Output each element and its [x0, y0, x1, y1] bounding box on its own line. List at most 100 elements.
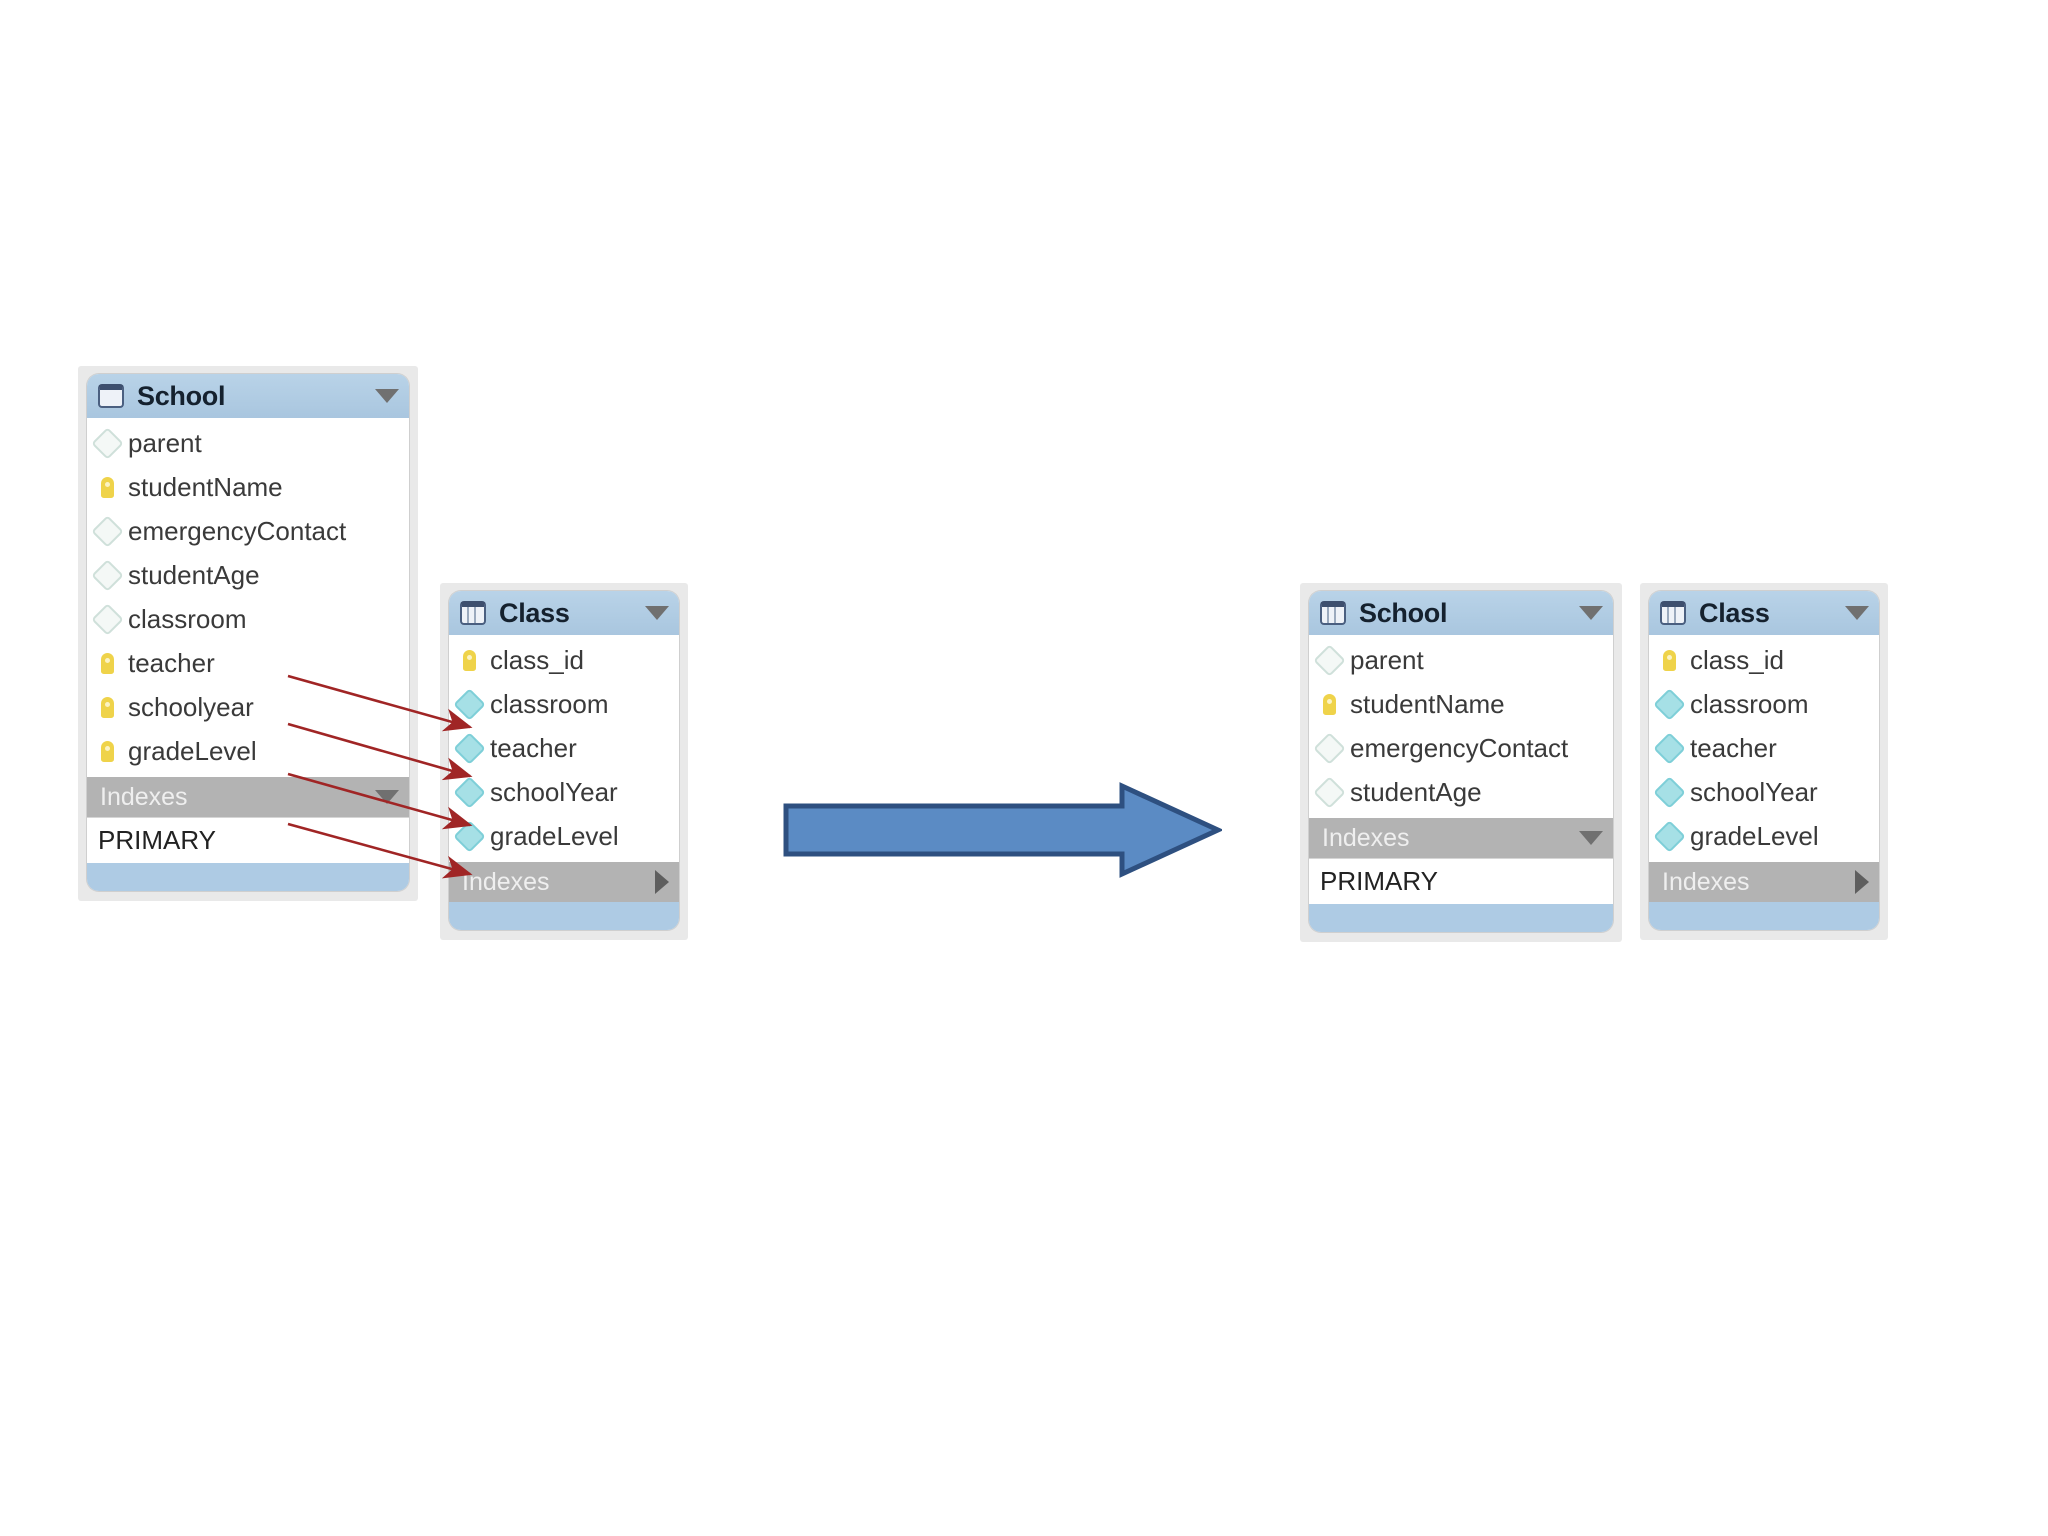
index-row-primary[interactable]: PRIMARY	[87, 817, 409, 863]
key-yellow-icon	[101, 696, 114, 718]
chevron-right-icon[interactable]	[1855, 870, 1869, 894]
chevron-down-icon[interactable]	[375, 389, 399, 403]
after-school-table-header[interactable]: School	[1309, 591, 1613, 635]
after-school-field-list: parent studentName emergencyContact stud…	[1309, 635, 1613, 818]
field-row-teacher[interactable]: teacher	[87, 641, 409, 685]
table-grid-icon	[1660, 601, 1686, 625]
after-class-indexes-bar[interactable]: Indexes	[1649, 862, 1879, 902]
field-label: studentAge	[1350, 776, 1482, 807]
field-label: class_id	[1690, 644, 1784, 675]
right-arrow-icon	[783, 782, 1222, 878]
field-label: emergencyContact	[1350, 732, 1569, 763]
field-label: gradeLevel	[128, 735, 257, 766]
field-row-studentage[interactable]: studentAge	[87, 553, 409, 597]
field-row-gradelevel[interactable]: gradeLevel	[87, 729, 409, 773]
before-school-table-body: School parent studentName emergencyConta…	[87, 374, 409, 891]
field-row-studentage[interactable]: studentAge	[1309, 770, 1613, 814]
before-class-table-title: Class	[499, 597, 570, 628]
field-label: teacher	[1690, 732, 1777, 763]
key-yellow-icon	[101, 476, 114, 498]
field-row-studentname[interactable]: studentName	[87, 465, 409, 509]
field-row-studentname[interactable]: studentName	[1309, 682, 1613, 726]
before-school-table-header[interactable]: School	[87, 374, 409, 418]
index-row-primary[interactable]: PRIMARY	[1309, 858, 1613, 904]
field-label: parent	[1350, 644, 1424, 675]
before-class-table-header[interactable]: Class	[449, 591, 679, 635]
before-school-table-title: School	[137, 380, 226, 411]
field-label: classroom	[128, 603, 247, 634]
chevron-down-icon[interactable]	[375, 790, 399, 804]
field-row-emergencycontact[interactable]: emergencyContact	[1309, 726, 1613, 770]
field-row-schoolyear[interactable]: schoolyear	[87, 685, 409, 729]
indexes-label: Indexes	[1662, 867, 1750, 896]
after-school-table-body: School parent studentName emergencyConta…	[1309, 591, 1613, 932]
key-yellow-icon	[1663, 649, 1676, 671]
field-row-classroom[interactable]: classroom	[1649, 682, 1879, 726]
field-row-parent[interactable]: parent	[1309, 638, 1613, 682]
after-class-table-title: Class	[1699, 597, 1770, 628]
diamond-cyan-icon	[1656, 822, 1683, 850]
key-yellow-icon	[101, 740, 114, 762]
after-class-table-card[interactable]: Class class_id classroom teacher schoolY…	[1640, 583, 1888, 940]
after-school-table-card[interactable]: School parent studentName emergencyConta…	[1300, 583, 1622, 942]
field-label: class_id	[490, 644, 584, 675]
before-school-field-list: parent studentName emergencyContact stud…	[87, 418, 409, 777]
after-school-indexes-bar[interactable]: Indexes	[1309, 818, 1613, 858]
field-label: schoolyear	[128, 691, 254, 722]
field-label: gradeLevel	[1690, 820, 1819, 851]
diamond-pale-icon	[94, 517, 121, 545]
field-row-teacher[interactable]: teacher	[449, 726, 679, 770]
diamond-cyan-icon	[456, 822, 483, 850]
chevron-down-icon[interactable]	[645, 606, 669, 620]
indexes-label: Indexes	[1322, 823, 1410, 852]
field-row-teacher[interactable]: teacher	[1649, 726, 1879, 770]
field-label: teacher	[490, 732, 577, 763]
key-yellow-icon	[1323, 693, 1336, 715]
field-row-schoolyear[interactable]: schoolYear	[449, 770, 679, 814]
before-school-footer	[87, 863, 409, 891]
field-row-parent[interactable]: parent	[87, 421, 409, 465]
diamond-pale-icon	[1316, 646, 1343, 674]
field-row-classroom[interactable]: classroom	[449, 682, 679, 726]
field-row-classroom[interactable]: classroom	[87, 597, 409, 641]
field-row-emergencycontact[interactable]: emergencyContact	[87, 509, 409, 553]
index-name: PRIMARY	[1320, 865, 1438, 896]
right-arrow-shape	[783, 782, 1222, 878]
before-class-table-body: Class class_id classroom teacher schoolY…	[449, 591, 679, 930]
field-label: gradeLevel	[490, 820, 619, 851]
chevron-down-icon[interactable]	[1579, 831, 1603, 845]
before-class-indexes-bar[interactable]: Indexes	[449, 862, 679, 902]
after-class-table-header[interactable]: Class	[1649, 591, 1879, 635]
after-school-footer	[1309, 904, 1613, 932]
table-grid-icon	[460, 601, 486, 625]
index-name: PRIMARY	[98, 824, 216, 855]
after-school-table-title: School	[1359, 597, 1448, 628]
field-label: schoolYear	[1690, 776, 1818, 807]
diamond-pale-icon	[94, 605, 121, 633]
chevron-down-icon[interactable]	[1579, 606, 1603, 620]
field-label: studentName	[1350, 688, 1505, 719]
diamond-pale-icon	[94, 561, 121, 589]
field-row-class-id[interactable]: class_id	[449, 638, 679, 682]
diamond-cyan-icon	[456, 690, 483, 718]
field-row-gradelevel[interactable]: gradeLevel	[449, 814, 679, 858]
field-row-class-id[interactable]: class_id	[1649, 638, 1879, 682]
field-row-gradelevel[interactable]: gradeLevel	[1649, 814, 1879, 858]
key-yellow-icon	[463, 649, 476, 671]
diamond-cyan-icon	[1656, 734, 1683, 762]
chevron-right-icon[interactable]	[655, 870, 669, 894]
after-class-table-body: Class class_id classroom teacher schoolY…	[1649, 591, 1879, 930]
before-school-indexes-bar[interactable]: Indexes	[87, 777, 409, 817]
diamond-cyan-icon	[1656, 778, 1683, 806]
indexes-label: Indexes	[462, 867, 550, 896]
before-class-footer	[449, 902, 679, 930]
field-label: schoolYear	[490, 776, 618, 807]
diamond-pale-icon	[94, 429, 121, 457]
chevron-down-icon[interactable]	[1845, 606, 1869, 620]
before-class-table-card[interactable]: Class class_id classroom teacher schoolY…	[440, 583, 688, 940]
diamond-cyan-icon	[456, 778, 483, 806]
before-school-table-card[interactable]: School parent studentName emergencyConta…	[78, 366, 418, 901]
table-plain-icon	[1320, 601, 1346, 625]
field-label: studentAge	[128, 559, 260, 590]
field-row-schoolyear[interactable]: schoolYear	[1649, 770, 1879, 814]
